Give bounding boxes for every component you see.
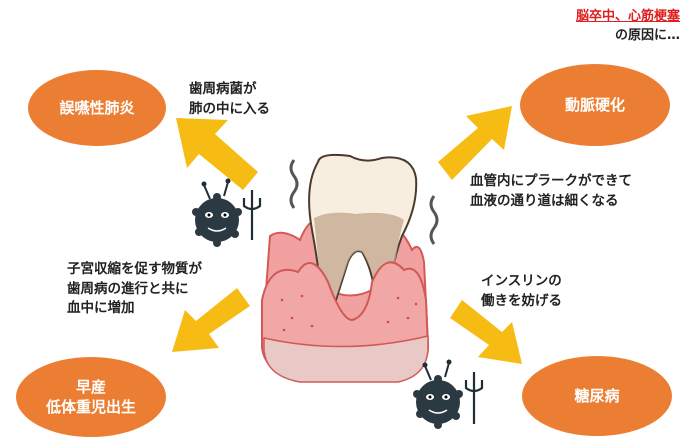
note-artery: 血管内にプラークができて 血液の通り道は細くなる [470,172,632,211]
note-uterus: 子宮収縮を促す物質が 歯周病の進行と共に 血中に増加 [67,260,202,319]
arrow-to-premature-birth [172,288,250,352]
trident-icon [242,190,262,240]
header-note: 脳卒中、心筋梗塞 の原因に… [576,8,680,46]
note-uterus-line2: 歯周病の進行と共に [67,280,189,297]
bacteria-icon [413,359,463,429]
tooth-icon [260,153,439,383]
bubble-arteriosclerosis: 動脈硬化 [520,64,670,146]
bubble-premature-line1: 早産 [75,377,106,396]
bubble-premature-line2: 低体重児出生 [45,398,136,416]
bubble-aspiration-label: 誤嚥性肺炎 [59,98,135,117]
trident-icon [464,372,484,424]
note-aspiration: 歯周病菌が 肺の中に入る [189,80,270,119]
bubble-diabetes: 糖尿病 [522,356,672,436]
bubble-premature-birth: 早産 低体重児出生 [16,357,166,437]
bubble-aspiration-pneumonia: 誤嚥性肺炎 [28,70,166,146]
header-highlight: 脳卒中、心筋梗塞 [575,9,680,24]
note-aspiration-line1: 歯周病菌が [189,81,257,97]
note-insulin: インスリンの 働きを妨げる [481,272,562,311]
bacteria-icon [192,178,242,247]
arrow-to-arteriosclerosis [438,106,512,180]
bubble-diabetes-label: 糖尿病 [574,386,620,405]
note-uterus-line3: 血中に増加 [67,300,135,317]
arrow-to-diabetes [450,300,522,364]
bubble-arteriosclerosis-label: 動脈硬化 [564,95,625,114]
note-artery-line2: 血液の通り道は細くなる [470,192,619,209]
header-suffix: の原因に… [614,27,680,43]
note-artery-line1: 血管内にプラークができて [470,173,632,189]
note-insulin-line2: 働きを妨げる [481,292,562,309]
note-insulin-line1: インスリンの [481,273,562,289]
arrow-to-aspiration-pneumonia [176,118,258,190]
note-uterus-line1: 子宮収縮を促す物質が [67,261,202,277]
note-aspiration-line2: 肺の中に入る [189,100,270,117]
